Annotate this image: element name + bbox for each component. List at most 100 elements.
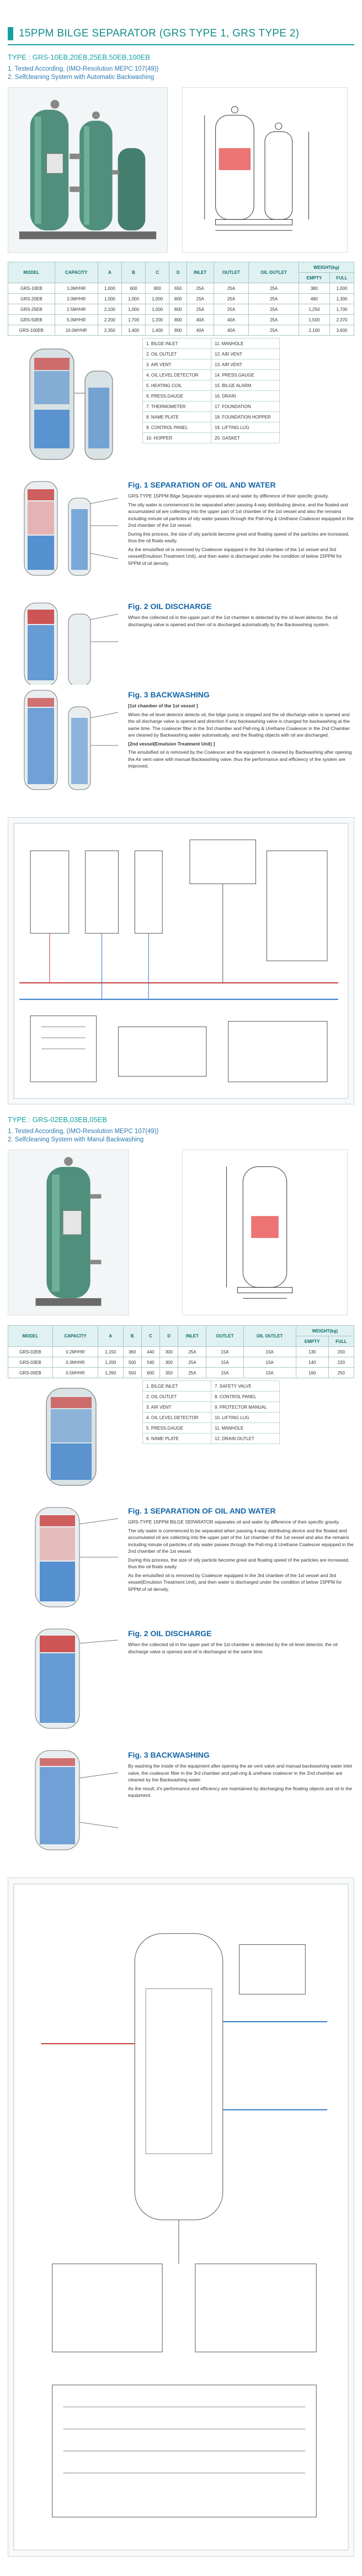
type2-fig1-title: Fig. 1 SEPARATION OF OIL AND WATER	[128, 1506, 276, 1515]
type1-fig1-para: The oily water is commenced to be separa…	[128, 501, 354, 528]
type1-fig2-title: Fig. 2 OIL DISCHARGE	[128, 602, 212, 611]
spec-cell: GRS-50EB	[8, 314, 55, 325]
type2-fig1-para: As the emulsified oil is removed by Coal…	[128, 1572, 342, 1592]
page-header: 15PPM BILGE SEPARATOR (GRS TYPE 1, GRS T…	[8, 25, 354, 42]
spec-cell: GRS-20EB	[8, 293, 55, 304]
type2-spec-table: MODEL CAPACITY A B C D INLET OUTLET OIL …	[8, 1325, 355, 1378]
type1-fig3-text: [1st chamber of the 1st vessel ] When th…	[128, 702, 354, 771]
parts-cell: 10. HOPPER	[142, 432, 211, 443]
spec-cell: 25A	[248, 293, 299, 304]
type2-title: TYPE : GRS-02EB,03EB,05EB	[8, 1115, 107, 1124]
spec-cell: GRS-05EB	[8, 1367, 53, 1378]
type1-cutaway-diagram	[8, 338, 135, 470]
spec-cell: GRS-25EB	[8, 304, 55, 315]
spec-cell: 25A	[248, 314, 299, 325]
spec-col-weight: WEIGHT(kg)	[298, 262, 355, 273]
parts-cell: 1. BILGE INLET	[142, 338, 211, 349]
type2-fig3-diagram	[8, 1745, 124, 1855]
spec-cell: 360	[123, 1346, 142, 1357]
spec-col-a: A	[98, 1325, 124, 1347]
type1-fig2-diagram	[8, 597, 124, 691]
spec-cell: 1,200	[98, 1357, 124, 1368]
parts-cell: 18. FOUNDATION HOPPER	[211, 411, 280, 422]
type2-fig2-text: When the collected oil in the upper part…	[128, 1641, 354, 1657]
type2-fig1-text: GRS-TYPE 15PPM BILGE SEPARATOR separates…	[128, 1519, 354, 1594]
spec-cell: 5.0M³/HR	[54, 314, 98, 325]
spec-cell: 25A	[178, 1357, 207, 1368]
spec-cell: 380	[298, 283, 330, 294]
spec-col-empty: EMPTY	[295, 1336, 329, 1347]
parts-cell: 8. CONTROL PANEL	[211, 1391, 280, 1402]
spec-cell: 1,000	[121, 304, 146, 315]
parts-cell: 17. FOUNDATION	[211, 401, 280, 412]
spec-cell: GRS-03EB	[8, 1357, 53, 1368]
parts-cell: 2. OIL OUTLET	[142, 1391, 211, 1402]
spec-cell: GRS-100EB	[8, 325, 55, 336]
type1-title: TYPE : GRS-10EB,20EB,25EB,50EB,100EB	[8, 53, 150, 61]
spec-cell: 25A	[248, 283, 299, 294]
type2-fig2-title: Fig. 2 OIL DISCHARGE	[128, 1629, 212, 1638]
parts-cell: 14. PRESS.GAUGE	[211, 369, 280, 380]
type1-fig1-para: As the emulsified oil is removed by Coal…	[128, 546, 342, 566]
parts-cell: 9. CONTROL PANEL	[142, 422, 211, 433]
spec-cell: 25A	[213, 293, 249, 304]
parts-cell: 20. GASKET	[211, 432, 280, 443]
spec-cell: 300	[159, 1357, 179, 1368]
spec-cell: 25A	[178, 1367, 207, 1378]
spec-cell: 1,260	[98, 1367, 124, 1378]
spec-col-inlet: INLET	[178, 1325, 207, 1347]
spec-cell: 15A	[243, 1367, 296, 1378]
spec-cell: 15A	[243, 1357, 296, 1368]
spec-cell: 25A	[213, 283, 249, 294]
spec-cell: 800	[169, 314, 188, 325]
type1-fig3-diagram	[8, 685, 124, 795]
spec-cell: 500	[123, 1357, 142, 1368]
page-title: 15PPM BILGE SEPARATOR (GRS TYPE 1, GRS T…	[19, 28, 300, 39]
type1-product-photo	[8, 87, 168, 253]
type2-product-photo	[8, 1150, 129, 1315]
parts-cell: 11. MANHOLE	[211, 338, 280, 349]
spec-cell: 200	[328, 1346, 355, 1357]
spec-col-outlet: OUTLET	[206, 1325, 244, 1347]
spec-cell: 15A	[206, 1357, 244, 1368]
spec-cell: 220	[328, 1357, 355, 1368]
type2-fig3-title: Fig. 3 BACKWASHING	[128, 1750, 210, 1759]
spec-cell: 550	[123, 1367, 142, 1378]
type2-dimension-drawing	[182, 1150, 348, 1315]
type2-fig2-para: When the collected oil in the upper part…	[128, 1642, 338, 1654]
type1-fig2-text: When the collected oil in the upper part…	[128, 614, 354, 630]
type2-features: 1. Tested According, (IMO-Resolution MEP…	[8, 1128, 158, 1144]
spec-cell: 0.2M³/HR	[52, 1346, 99, 1357]
spec-cell: GRS-02EB	[8, 1346, 53, 1357]
spec-cell: 160	[295, 1367, 329, 1378]
header-accent-bar	[8, 27, 13, 40]
spec-col-model: MODEL	[8, 262, 55, 283]
spec-col-outlet: OUTLET	[213, 262, 249, 283]
spec-col-d: D	[159, 1325, 179, 1347]
spec-cell: 2,350	[97, 325, 122, 336]
type1-fig3-para: The emulsified oil is removed by the Coa…	[128, 749, 352, 769]
spec-cell: 1,300	[329, 293, 355, 304]
spec-cell: 2,370	[329, 314, 355, 325]
parts-cell: 5. PRESS.GAUGE	[142, 1422, 211, 1434]
spec-cell: 25A	[187, 304, 214, 315]
spec-col-b: B	[123, 1325, 142, 1347]
spec-cell: 800	[169, 325, 188, 336]
spec-cell: 1,400	[121, 325, 146, 336]
spec-cell: 40A	[213, 325, 249, 336]
type1-spec-table: MODEL CAPACITY A B C D INLET OUTLET OIL …	[8, 262, 355, 336]
parts-cell: 19. LIFTING LUG	[211, 422, 280, 433]
spec-cell: GRS-10EB	[8, 283, 55, 294]
